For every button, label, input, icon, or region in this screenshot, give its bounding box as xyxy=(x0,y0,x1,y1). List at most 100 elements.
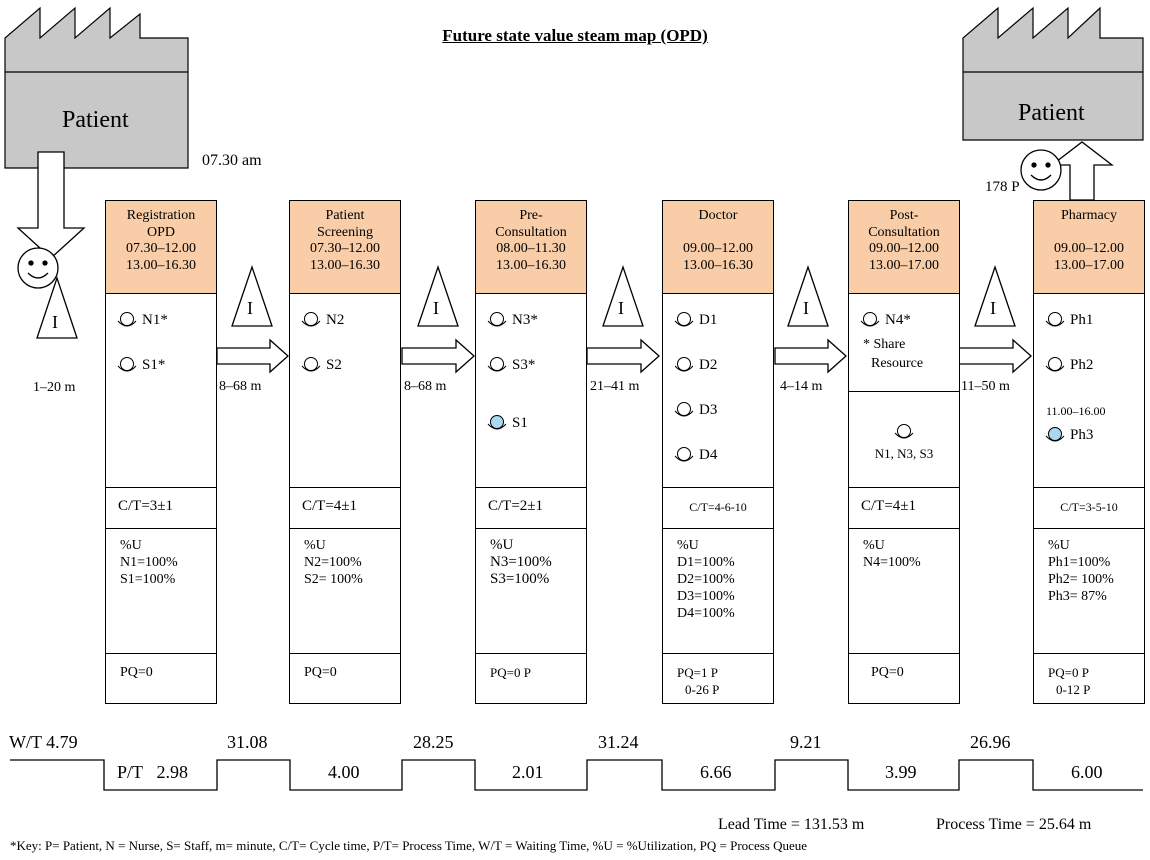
push-wait-label: 21–41 m xyxy=(590,379,640,394)
operator-icon xyxy=(674,357,694,372)
page-title: Future state value steam map (OPD) xyxy=(442,26,708,45)
push-wait-label: 8–68 m xyxy=(219,379,262,394)
resource-d3: D3 xyxy=(673,401,717,419)
timeline-ladder xyxy=(10,759,1143,791)
supplier-down-arrow-icon xyxy=(16,151,86,259)
process-queue: PQ=0 xyxy=(849,653,959,681)
push-arrow-icon xyxy=(958,338,1032,374)
inventory-triangle-icon xyxy=(231,264,273,327)
process-queue: PQ=0 P xyxy=(476,653,586,681)
cycle-time: C/T=3±1 xyxy=(118,498,174,514)
push-arrow-icon xyxy=(586,338,660,374)
inventory-label: I xyxy=(618,298,624,318)
resource-n2: N2 xyxy=(300,311,344,329)
process-queue: PQ=0 xyxy=(290,653,400,681)
operator-icon xyxy=(674,447,694,462)
push-arrow-icon xyxy=(216,338,289,374)
resource-n1: N1* xyxy=(116,311,168,329)
wait-time-value: 26.96 xyxy=(970,732,1011,752)
process-time-label: P/T 2.98 xyxy=(117,762,189,782)
push-wait-label: 4–14 m xyxy=(780,379,823,394)
customer-up-arrow-icon xyxy=(1050,141,1114,201)
process-time-value: 3.99 xyxy=(885,762,917,782)
total-process-time: Process Time = 25.64 m xyxy=(936,816,1092,833)
push-wait-label: 8–68 m xyxy=(404,379,447,394)
wait-time-value: 9.21 xyxy=(790,732,822,752)
operator-icon xyxy=(894,424,914,439)
operator-icon xyxy=(1045,357,1065,372)
cycle-time: C/T=4±1 xyxy=(861,498,917,514)
operator-icon xyxy=(301,357,321,372)
wait-time-value: 31.08 xyxy=(227,732,268,752)
operator-icon xyxy=(487,357,507,372)
inventory-label: I xyxy=(52,312,58,332)
process-time-value: 6.00 xyxy=(1071,762,1103,782)
resource-d1: D1 xyxy=(673,311,717,329)
operator-icon xyxy=(860,312,880,327)
resource-d4: D4 xyxy=(673,446,717,464)
operator-icon xyxy=(487,312,507,327)
inventory-label: I xyxy=(247,298,253,318)
operator-icon xyxy=(674,402,694,417)
resource-n3: N3* xyxy=(486,311,538,329)
inventory-label: I xyxy=(803,298,809,318)
first-wait-label: 1–20 m xyxy=(33,380,76,395)
wait-time-label: W/T 4.79 xyxy=(9,732,78,752)
operator-icon xyxy=(674,312,694,327)
wait-time-value: 28.25 xyxy=(413,732,454,752)
resource-shared-s1: S1 xyxy=(486,414,528,432)
push-arrow-icon xyxy=(401,338,475,374)
supplier-label: Patient xyxy=(62,107,129,133)
resource-ph3: Ph3 xyxy=(1044,426,1093,444)
operator-icon xyxy=(1045,312,1065,327)
cycle-time: C/T=4-6-10 xyxy=(689,500,747,514)
customer-count: 178 P xyxy=(985,179,1020,195)
wait-time-value: 31.24 xyxy=(598,732,639,752)
patient-smiley-icon xyxy=(17,247,59,289)
shared-resources: N1, N3, S3 xyxy=(849,423,959,462)
lead-time: Lead Time = 131.53 m xyxy=(718,816,865,833)
inventory-label: I xyxy=(990,298,996,318)
cycle-time: C/T=3-5-10 xyxy=(1060,500,1118,514)
push-wait-label: 11–50 m xyxy=(961,379,1010,394)
resource-n4: N4* xyxy=(859,311,911,329)
shared-operator-icon xyxy=(1045,427,1065,442)
operator-icon xyxy=(117,312,137,327)
inventory-triangle-icon xyxy=(602,264,644,327)
legend-key: *Key: P= Patient, N = Nurse, S= Staff, m… xyxy=(10,838,808,853)
operator-icon xyxy=(117,357,137,372)
resource-ph1: Ph1 xyxy=(1044,311,1093,329)
inventory-triangle-icon xyxy=(787,264,829,327)
customer-smiley-icon xyxy=(1020,149,1062,191)
resource-s3: S3* xyxy=(486,356,535,374)
resource-s2: S2 xyxy=(300,356,342,374)
customer-label: Patient xyxy=(1018,100,1085,126)
push-arrow-icon xyxy=(774,338,847,374)
cycle-time: C/T=2±1 xyxy=(488,498,544,514)
supplier-factory-icon xyxy=(4,6,189,169)
start-time: 07.30 am xyxy=(202,152,262,169)
inventory-triangle-icon xyxy=(974,264,1016,327)
inventory-triangle-icon xyxy=(36,275,78,339)
